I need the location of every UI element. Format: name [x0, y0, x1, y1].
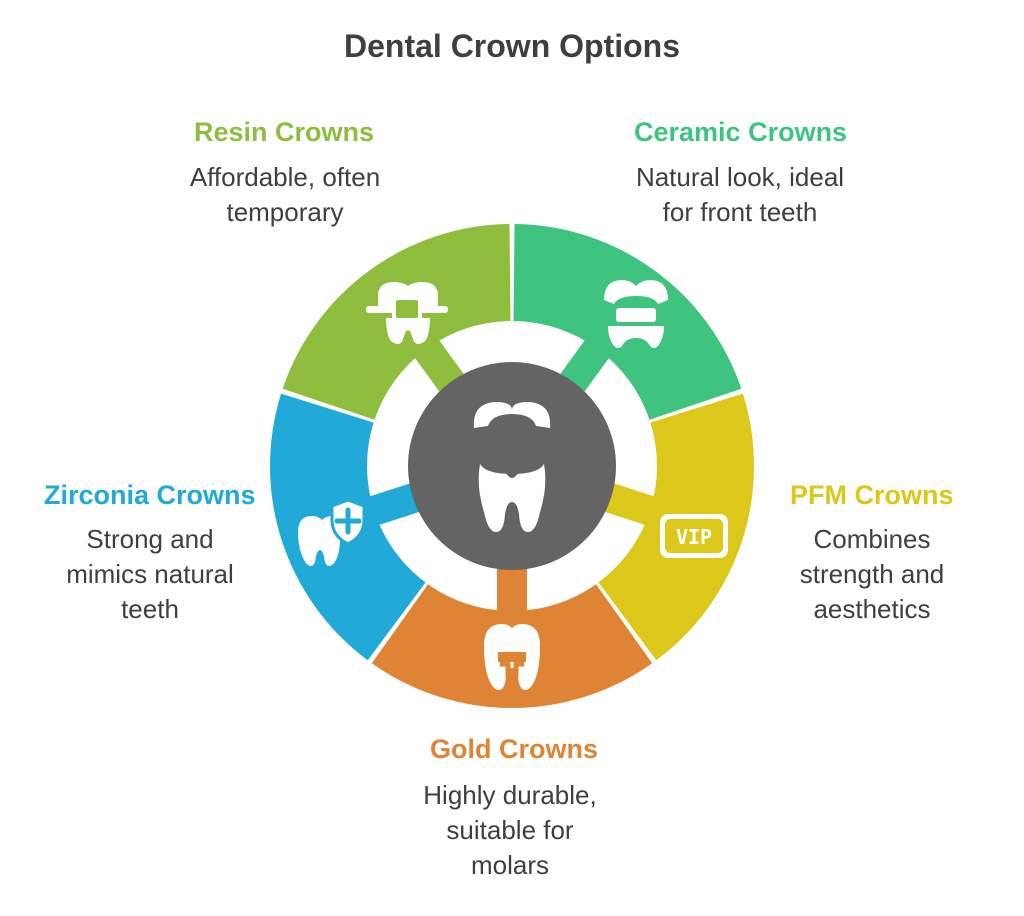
ceramic-crowns-description: Natural look, ideal for front teeth: [605, 160, 875, 230]
resin-crowns-description: Affordable, often temporary: [150, 160, 420, 230]
page-title: Dental Crown Options: [344, 28, 680, 64]
pfm-crowns-heading: PFM Crowns: [790, 480, 954, 510]
gold-crowns-heading: Gold Crowns: [430, 734, 598, 764]
vip-badge-text: VIP: [676, 525, 712, 549]
pfm-crowns-description: Combines strength and aesthetics: [772, 522, 972, 627]
zirconia-crowns-heading: Zirconia Crowns: [44, 480, 256, 510]
tooth-inlay-icon: [484, 624, 540, 690]
pfm-desc-line-2: strength and: [799, 559, 945, 589]
connector-resin: [412, 336, 466, 394]
zirconia-crowns-description: Strong and mimics natural teeth: [40, 522, 260, 627]
zirconia-desc-line-1: Strong and: [86, 524, 214, 554]
vip-badge-icon: VIP: [660, 514, 728, 558]
connector-pfm: [602, 482, 659, 527]
pfm-desc-line-3: aesthetics: [813, 594, 931, 624]
gold-crowns-description: Highly durable, suitable for molars: [390, 778, 630, 883]
tooth-crown-placement-icon: [473, 402, 551, 532]
wheel-connectors: [365, 336, 659, 615]
ceramic-crowns-heading: Ceramic Crowns: [634, 117, 848, 147]
pfm-desc-line-1: Combines: [813, 524, 931, 554]
resin-desc-line-2: temporary: [226, 197, 344, 227]
zirconia-desc-line-3: teeth: [121, 594, 179, 624]
gold-desc-line-1: Highly durable,: [423, 780, 597, 810]
zirconia-desc-line-2: mimics natural: [66, 559, 234, 589]
ceramic-desc-line-2: for front teeth: [662, 197, 818, 227]
ceramic-desc-line-1: Natural look, ideal: [635, 162, 845, 192]
tooth-shield-icon: [298, 498, 366, 566]
resin-crowns-heading: Resin Crowns: [194, 117, 375, 147]
connector-zirconia: [365, 482, 422, 527]
resin-desc-line-1: Affordable, often: [189, 162, 381, 192]
gold-desc-line-3: molars: [470, 850, 549, 880]
tooth-crown-icon: [604, 280, 668, 348]
tooth-braces-icon: [366, 282, 448, 344]
gold-desc-line-2: suitable for: [446, 815, 574, 845]
connector-ceramic: [558, 336, 612, 394]
